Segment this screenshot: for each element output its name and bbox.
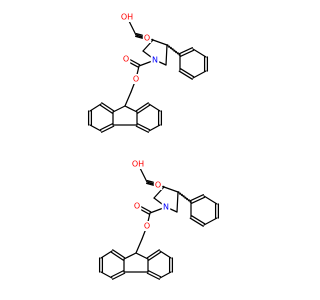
bond-g5-g6-2 xyxy=(135,125,149,133)
bond-g1-g2-1 xyxy=(137,104,151,114)
bond-c3-c2 xyxy=(153,186,165,199)
bond-p5-p6-2 xyxy=(178,70,193,80)
structure-canvas: OH O O O N OH O O O N xyxy=(87,12,220,280)
bond-c3-c4 xyxy=(163,186,179,193)
atom-label-o-carbonyl: O xyxy=(123,55,129,64)
bond-p5-p6-1 xyxy=(191,215,206,225)
bond-g1-g2-2 xyxy=(135,102,149,112)
bond-p4-p5 xyxy=(203,217,218,226)
atom-label-background xyxy=(121,54,131,64)
atom-label-background xyxy=(150,55,160,65)
bond-f2-f3 xyxy=(89,103,102,112)
bond-f5-f6-1 xyxy=(101,125,115,133)
bond-c9-f1 xyxy=(112,105,126,113)
atom-label-o-acid: O xyxy=(144,34,150,43)
atom-label-background xyxy=(120,12,134,22)
bond-c3-c2 xyxy=(142,39,154,52)
molecule-2: OH O O O N xyxy=(98,159,220,280)
atom-label-oh: OH xyxy=(132,160,144,169)
atom-label-n: N xyxy=(152,56,158,65)
bond-f1-f2-2 xyxy=(110,251,124,261)
bond-f5-f6-2 xyxy=(110,270,124,278)
molecule-1-labels: OH O O O N xyxy=(120,12,160,84)
bond-g4-g5 xyxy=(159,271,172,279)
bond-p1-p2-1 xyxy=(190,196,206,204)
bond-f5-f6-1 xyxy=(112,272,126,280)
atom-label-background xyxy=(131,74,141,84)
stereo-bond-c4-p1 xyxy=(166,44,181,56)
bond-p2-p3 xyxy=(192,48,207,58)
bond-g4-g5 xyxy=(148,124,161,132)
bond-f1-f2-1 xyxy=(101,102,115,112)
atom-label-background xyxy=(153,180,163,190)
bond-ch2-c9 xyxy=(135,238,143,254)
bond-g2-g3 xyxy=(148,103,161,112)
atom-label-o-ester: O xyxy=(133,75,139,84)
molecule-1-bonds xyxy=(87,16,209,133)
bond-p1-p2-2 xyxy=(189,194,205,202)
bond-f5-f6-2 xyxy=(99,123,113,131)
bond-p4-p5 xyxy=(192,70,207,79)
bond-g5-g6-1 xyxy=(148,270,162,278)
bond-g5-g6-1 xyxy=(137,123,151,131)
bond-c9-g1 xyxy=(124,105,138,113)
bond-c9-g1 xyxy=(135,252,149,260)
bond-ch2-c9 xyxy=(124,91,132,107)
bond-c4-c5 xyxy=(165,44,168,66)
bond-g5-g6-2 xyxy=(146,272,160,280)
atom-label-o-ester: O xyxy=(144,222,150,231)
atom-label-o-carbonyl: O xyxy=(134,202,140,211)
bond-c9-f1 xyxy=(123,252,137,260)
bond-g1-g2-1 xyxy=(148,251,162,261)
bond-f2-f3 xyxy=(100,250,113,259)
bond-g2-g3 xyxy=(159,250,172,259)
atom-label-background xyxy=(142,221,152,231)
bond-p1-p2-2 xyxy=(178,47,194,55)
bond-c4-c5 xyxy=(176,191,179,213)
atom-label-background xyxy=(132,201,142,211)
atom-label-background xyxy=(142,33,152,43)
bond-g1-g2-2 xyxy=(146,249,160,259)
bond-c3-c4 xyxy=(152,39,168,46)
atom-label-o-acid: O xyxy=(155,181,161,190)
atom-label-background xyxy=(161,202,171,212)
molecule-1: OH O O O N xyxy=(87,12,209,133)
bond-p5-p6-1 xyxy=(180,68,195,78)
bond-f4-f5 xyxy=(89,124,102,132)
bond-f1-f2-1 xyxy=(112,249,126,259)
bond-f4-f5 xyxy=(100,271,113,279)
molecule-2-labels: OH O O O N xyxy=(131,159,171,231)
bond-p2-p3 xyxy=(203,195,218,205)
stereo-bond-c4-p1 xyxy=(177,191,192,203)
bond-p5-p6-2 xyxy=(189,217,204,227)
atom-label-n: N xyxy=(163,203,169,212)
atom-label-oh: OH xyxy=(121,13,133,22)
atom-label-background xyxy=(131,159,145,169)
bond-p1-p2-1 xyxy=(179,49,195,57)
molecule-2-bonds xyxy=(98,163,220,280)
bond-f1-f2-2 xyxy=(99,104,113,114)
